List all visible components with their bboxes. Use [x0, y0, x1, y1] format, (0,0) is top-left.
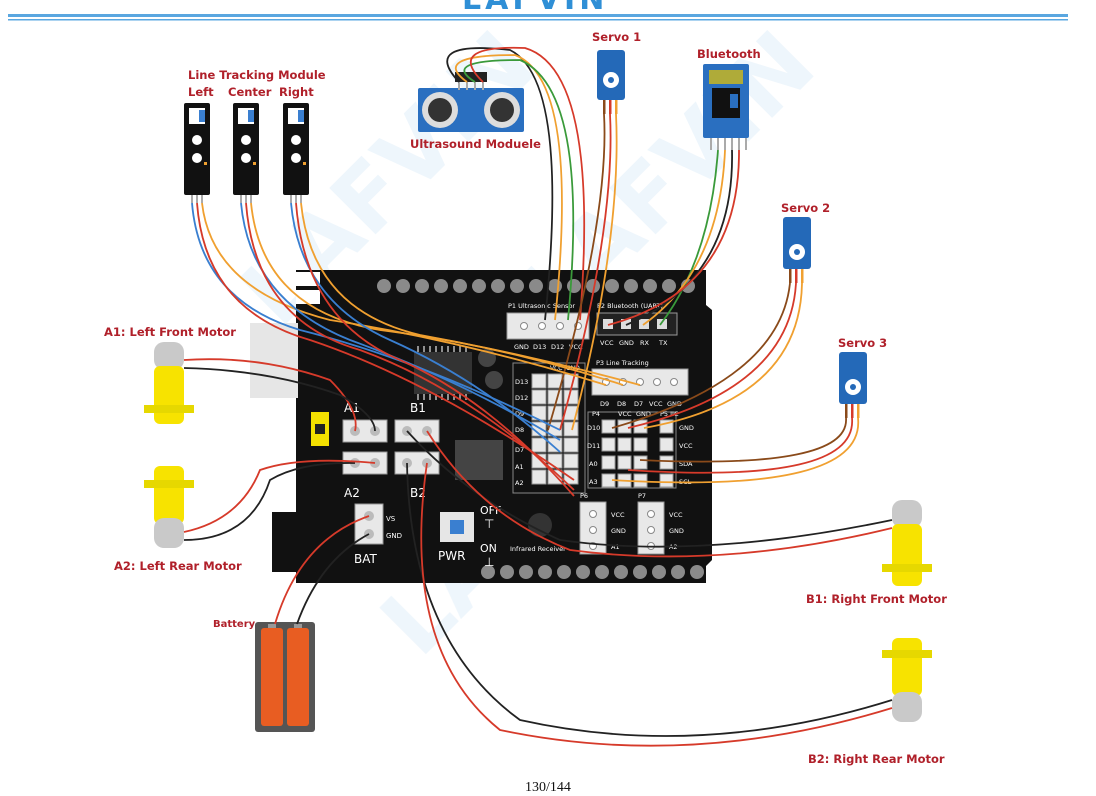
terminal-a2-label: A2 [344, 486, 360, 500]
bottom-header-pins [481, 565, 704, 579]
svg-text:P6: P6 [580, 492, 588, 500]
infrared-label: Infrared Receiver [510, 545, 566, 553]
pin-a0: A0 [589, 460, 598, 468]
a2-motor-label: A2: Left Rear Motor [114, 559, 242, 573]
line-tracking-title: Line Tracking Module [188, 68, 326, 82]
ultrasonic-sensor [418, 72, 524, 132]
terminal-b2-label: B2 [410, 486, 426, 500]
header-rule [8, 14, 1068, 21]
p4-pin-vcc: VCC [618, 410, 632, 418]
pin-d9: D9 [515, 410, 524, 418]
page-number: 130/144 [525, 780, 571, 795]
pin-a1: A1 [515, 463, 524, 471]
p3-pin-vcc: VCC [649, 400, 663, 408]
pin-a3: A3 [589, 478, 598, 486]
servo-2 [783, 217, 811, 283]
a1-motor-label: A1: Left Front Motor [104, 325, 236, 339]
pin-d7: D7 [515, 446, 524, 454]
battery-label: Battery [213, 619, 256, 630]
p1-pin-gnd: GND [514, 343, 529, 351]
line-tracking-center-label: Center [228, 85, 272, 99]
svg-text:⊤: ⊤ [484, 517, 494, 531]
motor-a1 [144, 342, 194, 424]
brand-watermark-logo: LAFVIN [462, 0, 608, 17]
svg-text:A1: A1 [611, 543, 620, 551]
p4-pin-gnd: GND [636, 410, 651, 418]
p2-pin-vcc: VCC [600, 339, 614, 347]
motor-b1 [882, 500, 932, 586]
pin-d12: D12 [515, 394, 528, 402]
pin-d8: D8 [515, 426, 524, 434]
p2-pin-tx: TX [658, 339, 668, 347]
pin-d11: D11 [587, 442, 600, 450]
p3-label: P3 Line Tracking [596, 359, 649, 367]
pin-d10: D10 [587, 424, 600, 432]
p1-pin-vcc: VCC [569, 343, 583, 351]
p2-pin-rx: RX [640, 339, 650, 347]
top-header-pins [377, 279, 695, 293]
ultrasound-label: Ultrasound Moduele [410, 137, 541, 151]
p4-label: P4 [592, 410, 600, 418]
wires [183, 46, 893, 747]
p3-pin-d8: D8 [617, 400, 626, 408]
matrix-top-vcc: VCC [550, 365, 562, 372]
servo-1 [597, 50, 625, 114]
svg-text:VCC: VCC [611, 511, 625, 519]
bluetooth-module [703, 64, 749, 150]
servo-pin-matrix: P4 VCC GND P5 IIC D10 D11 A0 A3 GND VCC … [587, 410, 694, 489]
p2-label: P2 Bluetooth (UART) [597, 302, 663, 310]
pin-d13: D13 [515, 378, 528, 386]
p5-pin-vcc: VCC [679, 442, 693, 450]
p1-ultrasonic-header [506, 312, 590, 340]
svg-text:⊥: ⊥ [484, 555, 494, 569]
battery-pack [255, 622, 315, 732]
svg-text:VS: VS [386, 515, 396, 523]
bluetooth-label: Bluetooth [697, 47, 761, 61]
svg-text:ON: ON [480, 542, 497, 555]
p3-pin-gnd: GND [667, 400, 682, 408]
p1-pin-d13: D13 [533, 343, 546, 351]
motor-b2 [882, 638, 932, 722]
p3-pin-d9: D9 [600, 400, 609, 408]
servo-3 [839, 352, 867, 418]
servo1-label: Servo 1 [592, 30, 642, 44]
b1-motor-label: B1: Right Front Motor [806, 592, 947, 606]
motor-terminals [342, 419, 440, 475]
p1-pin-d12: D12 [551, 343, 564, 351]
p7-header: P7 VCC GND A2 [637, 492, 684, 555]
p1-label: P1 Ultrasonic Sensor [508, 302, 575, 310]
p5-label: P5 IIC [660, 410, 679, 418]
servo2-label: Servo 2 [781, 201, 831, 215]
bat-label: BAT [354, 552, 378, 566]
line-tracking-right-label: Right [279, 85, 314, 99]
pin-a2: A2 [515, 479, 524, 487]
p3-pin-d7: D7 [634, 400, 643, 408]
line-tracking-left-label: Left [188, 85, 214, 99]
terminal-b1-label: B1 [410, 401, 426, 415]
p5-pin-sda: SDA [679, 460, 693, 468]
servo3-label: Servo 3 [838, 336, 888, 350]
line-tracking-modules [184, 103, 309, 203]
svg-text:GND: GND [386, 532, 402, 540]
svg-text:GND: GND [611, 527, 626, 535]
p2-pin-gnd: GND [619, 339, 634, 347]
b2-motor-label: B2: Right Rear Motor [808, 752, 945, 766]
svg-text:VCC: VCC [669, 511, 683, 519]
p5-pin-gnd: GND [679, 424, 694, 432]
svg-text:P7: P7 [638, 492, 646, 500]
svg-text:PWR: PWR [438, 549, 465, 563]
motor-a2 [144, 466, 194, 548]
svg-text:GND: GND [669, 527, 684, 535]
